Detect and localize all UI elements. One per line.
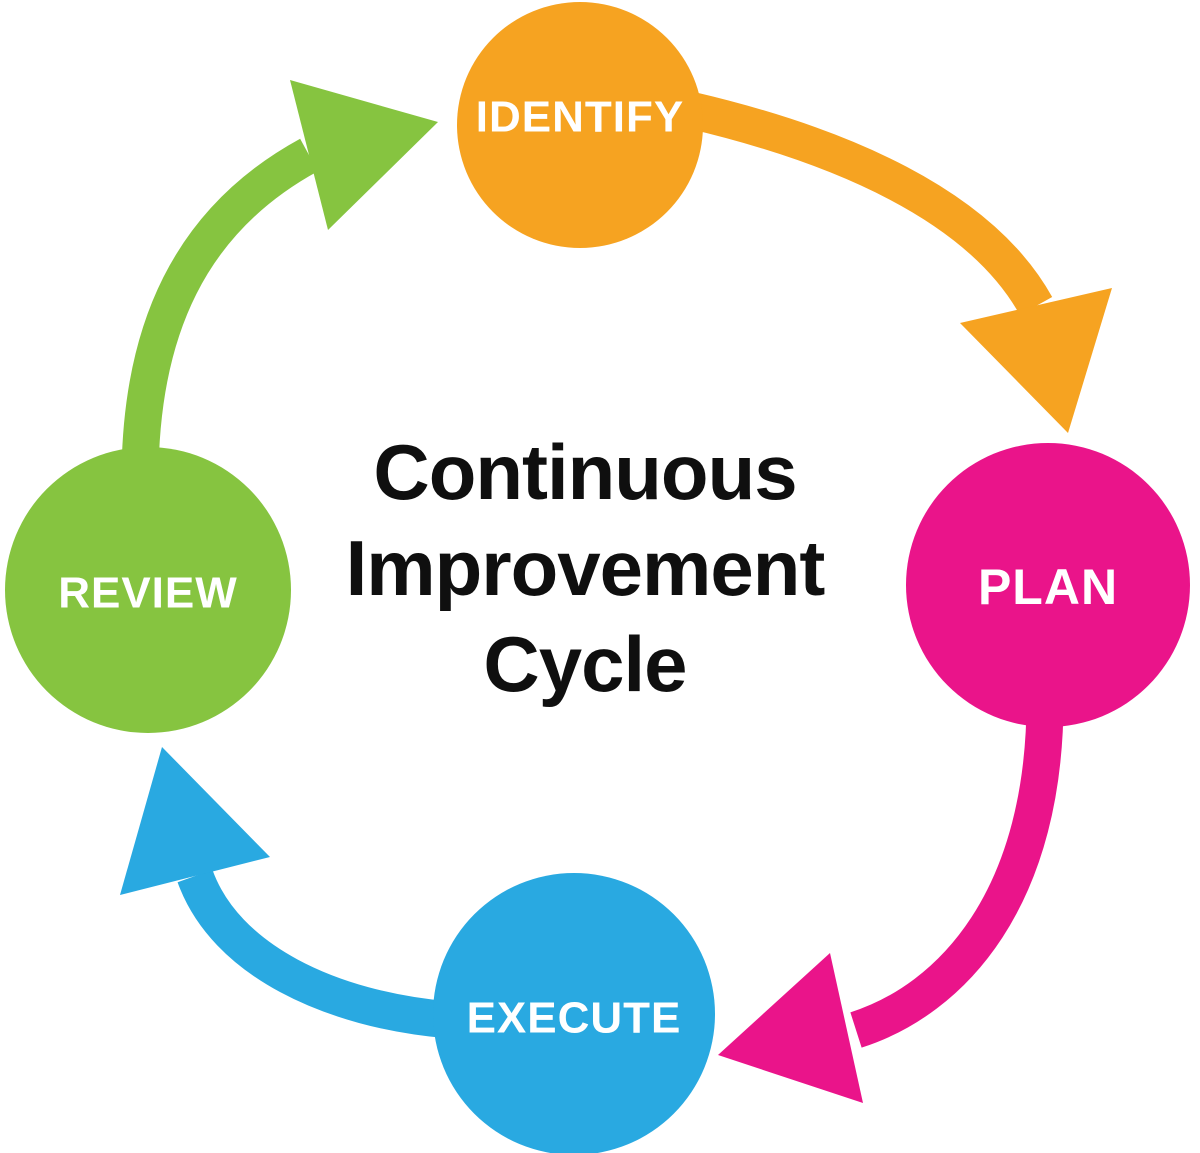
arrow-execute-to-review (120, 747, 452, 1039)
stage-circle-execute (433, 873, 715, 1153)
stage-circle-identify (457, 2, 703, 248)
stage-review: REVIEW (5, 447, 291, 733)
diagram-title-line-1: Continuous (373, 428, 797, 516)
stage-label-execute: EXECUTE (467, 994, 682, 1043)
diagram-title-line-3: Cycle (483, 620, 687, 708)
arrow-head-icon (960, 288, 1112, 433)
stage-label-review: REVIEW (58, 569, 238, 618)
stage-execute: EXECUTE (433, 873, 715, 1153)
arrow-identify-to-plan (685, 91, 1112, 433)
stage-plan: PLAN (906, 443, 1190, 727)
diagram-title: Continuous Improvement Cycle (235, 424, 935, 712)
arrow-head-icon (290, 80, 438, 230)
stage-circle-plan (906, 443, 1190, 727)
stage-label-identify: IDENTIFY (476, 93, 684, 142)
arrow-head-icon (120, 747, 270, 895)
arrow-arc (177, 869, 452, 1039)
stage-circle-review (5, 447, 291, 733)
arrow-head-icon (718, 953, 863, 1103)
arrow-arc (121, 138, 318, 481)
arrow-arc (685, 91, 1053, 316)
arrow-review-to-identify (121, 80, 438, 481)
diagram-title-line-2: Improvement (345, 524, 826, 612)
stage-label-plan: PLAN (978, 559, 1118, 615)
arrow-arc (850, 689, 1064, 1048)
arrow-plan-to-execute (718, 689, 1064, 1103)
stage-identify: IDENTIFY (457, 2, 703, 248)
